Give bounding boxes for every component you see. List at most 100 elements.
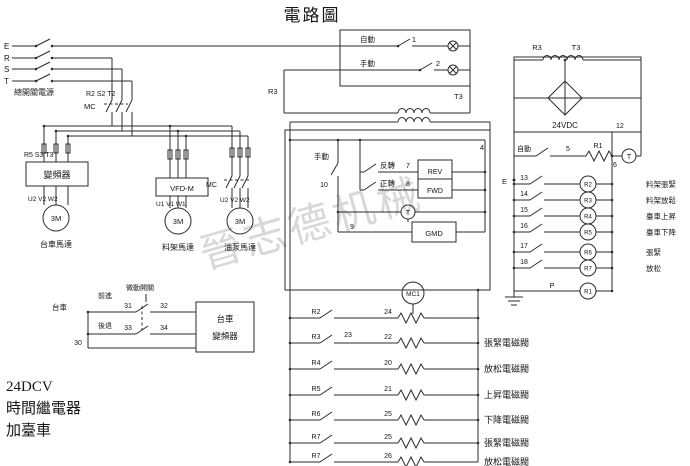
rectifier-choke-coil: [542, 55, 584, 61]
rung2-load-name: 張緊電磁閥: [484, 337, 529, 348]
solenoid-ladder: MC1 R2 24 R3 23 22 張緊電磁閥 R4 20 放松電磁閥 R5 …: [290, 281, 529, 466]
rung3-contact: R4: [312, 360, 321, 367]
p-terminal-label: P: [549, 281, 554, 290]
wire7-number: 7: [406, 163, 410, 170]
rung4-coil: [397, 389, 425, 401]
auto-manual-wires: [283, 38, 471, 113]
row17-coil-label: R6: [584, 251, 592, 257]
pump-terminals: U2 V2 W2: [220, 197, 250, 204]
row16-function: 臺車下降: [646, 227, 676, 237]
dc-voltage-label: 24VDC: [552, 121, 578, 130]
e-terminal-label: E: [502, 177, 507, 186]
relay-coil-r5: [579, 223, 597, 241]
phase-label-s: S: [4, 65, 9, 74]
rect-r3-label: R3: [532, 43, 542, 52]
timer-circle: [400, 204, 416, 220]
phase-label-e: E: [4, 42, 9, 51]
p-coil-label: R1: [584, 290, 592, 296]
row15-coil-label: R4: [584, 215, 592, 221]
trolley-label: 台車: [52, 302, 67, 312]
vfdm-box-label: VFD-M: [170, 184, 194, 193]
relay-coil-r7: [579, 259, 597, 277]
wire12-number: 12: [616, 123, 624, 130]
trolley-circuit: 台車 前進 微動開關 31 32 後退 33 34 30 台車 變頻器: [52, 283, 255, 353]
row13-number: 13: [520, 175, 528, 182]
note-time-relay: 時間繼電器: [6, 400, 81, 417]
relay-coil-r1: [579, 282, 597, 300]
junction-dots: [34, 44, 614, 464]
vfd1-box: [25, 161, 89, 187]
wire34-number: 34: [160, 325, 168, 332]
transformer-leads: [284, 112, 491, 463]
rack-motor-name: 料架馬達: [162, 242, 194, 252]
row18-number: 18: [520, 259, 528, 266]
row18-coil-label: R7: [584, 267, 592, 273]
mc1-coil-circle: [401, 281, 425, 305]
vfdm-box: [155, 177, 209, 197]
rung2-wire: 22: [384, 334, 392, 341]
rung6-load-name: 張緊電磁閥: [484, 437, 529, 448]
mc1-label: MC1: [406, 291, 420, 298]
gmd-label: GMD: [425, 229, 443, 238]
rung5-load-name: 下降電磁閥: [484, 414, 529, 425]
row14-coil-label: R3: [584, 199, 592, 205]
row17-function: 張緊: [646, 248, 661, 257]
reverse-label: 反轉: [380, 160, 395, 170]
rung4-load-name: 上昇電磁閥: [484, 389, 529, 400]
wire30-number: 30: [74, 340, 82, 347]
rung6-coil: [397, 437, 425, 449]
rung7-coil: [397, 456, 425, 466]
micro-switch-label: 微動開關: [126, 283, 154, 292]
manual-lamp-icon: [447, 64, 459, 76]
trolley-motor-name: 台車馬達: [40, 239, 72, 249]
wire31-number: 31: [124, 303, 132, 310]
row16-coil-label: R5: [584, 231, 592, 237]
rack-motor-circle: [164, 207, 192, 235]
vfdm-terminals: U1 V1 W1: [156, 201, 186, 208]
rung3-wire: 20: [384, 360, 392, 367]
rack-motor-label: 3M: [173, 217, 183, 226]
trolley-motor-label: 3M: [51, 214, 61, 223]
row15-number: 15: [520, 207, 528, 214]
row13-coil-label: R2: [584, 183, 592, 189]
phase-label-r: R: [4, 54, 10, 63]
row17-number: 17: [520, 243, 528, 250]
notes-block: 24DCV 時間繼電器 加臺車: [6, 379, 81, 439]
forward-label: 正轉: [380, 178, 395, 188]
trolley-motor-circle: [42, 204, 70, 232]
vfd1-terminals: U2 V2 W2: [28, 196, 58, 203]
rung4-wire: 21: [384, 386, 392, 393]
r3-wire-label: R3: [268, 87, 278, 96]
rung1-wire: 24: [384, 309, 392, 316]
rung2-junction: 23: [344, 332, 352, 339]
timer-t-circle: [621, 148, 637, 164]
rung5-coil: [397, 414, 425, 426]
note-add-trolley: 加臺車: [6, 422, 51, 439]
bridge-rectifier-icon: [547, 80, 583, 116]
rev-cell-label: REV: [428, 169, 443, 176]
auto-manual-outline: [339, 29, 471, 87]
row16-number: 16: [520, 223, 528, 230]
wire9-number: 9: [350, 224, 354, 231]
vfd1-wire-labels: R5 S3 T3: [24, 152, 54, 159]
relay-auto-label: 自動: [517, 144, 531, 153]
rung5-contact: R6: [312, 411, 321, 418]
trolley-vfd-label-line1: 台車: [216, 314, 234, 324]
timer-t-label: T: [627, 154, 632, 161]
rect-t3-label: T3: [572, 43, 581, 52]
wire5-number: 5: [566, 146, 570, 153]
wire32-number: 32: [160, 303, 168, 310]
rung6-contact: R7: [312, 434, 321, 441]
row15-function: 臺車上昇: [646, 211, 676, 221]
vfd1-group: R5 S3 T3 變頻器 U2 V2 W2 3M 台車馬達: [24, 152, 89, 249]
pump-motor-label: 3M: [235, 217, 245, 226]
mc-link-dashed: [104, 103, 250, 181]
manual-label: 手動: [360, 58, 375, 68]
auto-manual-box: 自動 1 手動 2 R3 T3: [268, 29, 471, 113]
t3-wire-label: T3: [454, 92, 463, 101]
auto-label: 自動: [360, 34, 375, 44]
rung7-load-name: 放松電磁閥: [484, 456, 529, 466]
phase-label-t: T: [4, 77, 9, 86]
wire10-number: 10: [320, 182, 328, 189]
